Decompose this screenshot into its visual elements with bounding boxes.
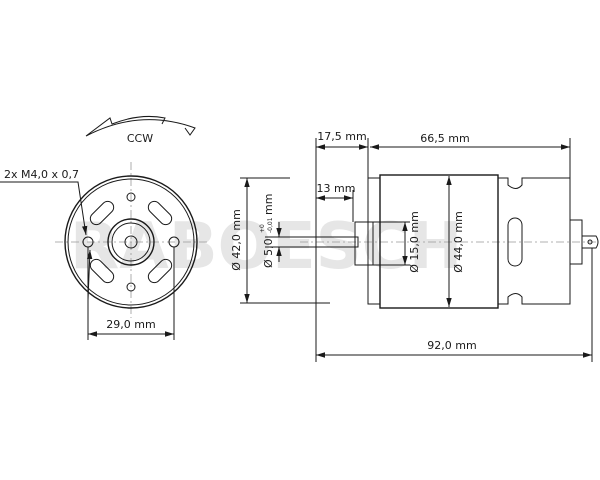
thread-label: 2x M4,0 x 0,7 [4,168,79,181]
shaft-diameter-dim: Ø 5,0 +0 -0,01 mm [259,194,275,268]
boss-diameter-dim: Ø 15,0 mm [408,211,421,273]
vent-slot-side [507,217,523,267]
shaft-free-length-dim: 13 mm [317,182,356,195]
ccw-arrow-icon [85,116,196,137]
shaft [124,235,138,249]
svg-text:+0: +0 [259,224,266,233]
can-diameter-dim: Ø 44,0 mm [452,211,465,273]
terminal-tab [582,235,599,249]
body-length-dim: 66,5 mm [420,132,469,145]
end-cap [498,177,571,305]
svg-text:Ø 5,0: Ø 5,0 [262,238,275,268]
svg-text:-0,01: -0,01 [267,217,274,233]
front-view: CCW 2x M4,0 x 0,7 29,0 mm [0,116,210,340]
side-view: 17,5 mm 66,5 mm 13 mm 92,0 mm Ø 42,0 mm … [230,130,599,362]
hole-spacing-dim: 29,0 mm [106,318,155,331]
total-length-dim: 92,0 mm [427,339,476,352]
boss-side [354,221,374,266]
svg-text:mm: mm [262,194,275,215]
flange-diameter-dim: Ø 42,0 mm [230,209,243,271]
flange-outline [64,175,198,309]
terminal-plate [569,219,583,265]
shaft-length-dim: 17,5 mm [317,130,366,143]
bearing-boss [107,218,155,266]
rotation-label: CCW [127,132,153,145]
motor-can [379,174,499,309]
